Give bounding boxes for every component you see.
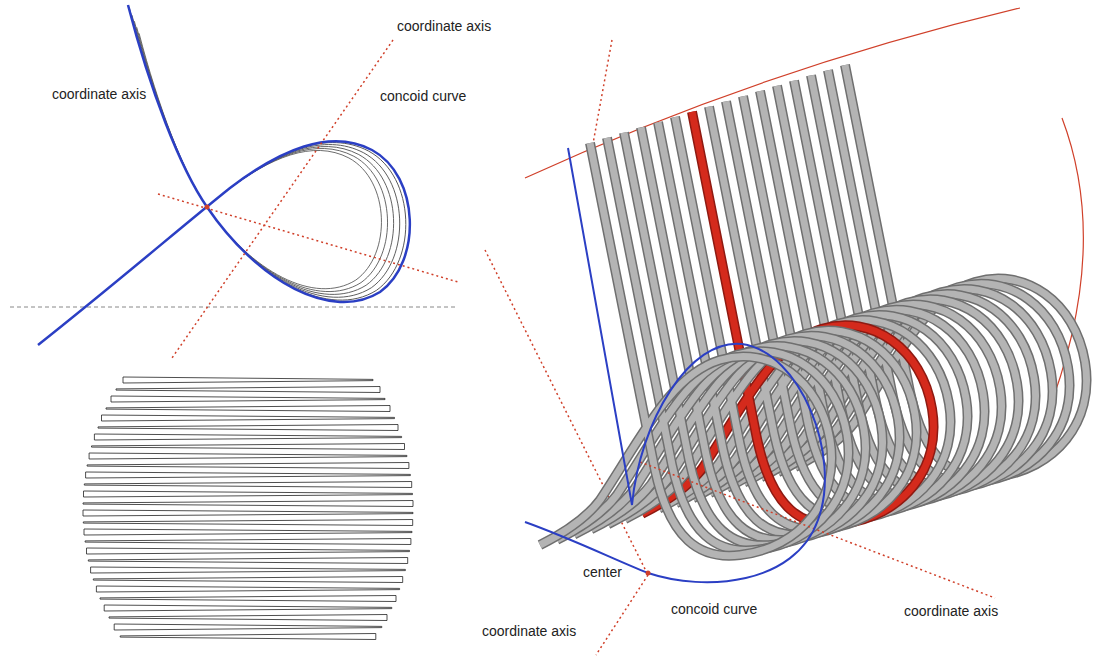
slat-profile — [41, 9, 405, 342]
slat-profile — [62, 33, 382, 325]
slat-plan — [84, 529, 412, 535]
slat-plan — [104, 605, 392, 611]
slat-plan — [91, 567, 406, 573]
slat-plan — [84, 491, 413, 497]
slat-plan — [114, 624, 382, 630]
slat-plan — [100, 596, 396, 602]
slat-plan — [83, 520, 412, 526]
ground-line — [10, 307, 456, 308]
slat-plan — [106, 406, 390, 412]
slat-plan — [84, 482, 411, 488]
concoid-curve — [525, 148, 825, 582]
center-dot — [205, 205, 210, 210]
slat-plan — [85, 539, 411, 545]
axis-label: coordinate axis — [902, 603, 1000, 620]
slat-profile — [57, 27, 388, 330]
slat-plan — [123, 377, 373, 383]
concoid-curve — [38, 5, 410, 345]
slat-plan — [94, 434, 401, 440]
axis-label: coordinate axis — [50, 86, 148, 103]
axis-line — [640, 462, 995, 598]
slat-plan — [109, 615, 387, 621]
slat-profile — [52, 21, 394, 334]
slat-plan — [87, 463, 409, 469]
slat-plan — [86, 472, 411, 478]
slat-profile — [46, 15, 399, 338]
axis-line — [596, 575, 648, 655]
slat-plan — [93, 577, 402, 583]
axis-label: concoid curve — [669, 601, 759, 618]
slat-plan — [98, 425, 398, 431]
slat-plan — [102, 415, 395, 421]
slat-plan — [88, 558, 407, 564]
slat-plan — [83, 377, 413, 640]
slat-plan — [87, 548, 410, 554]
axis-line — [158, 194, 458, 282]
center-dot — [646, 571, 651, 576]
axis-label: coordinate axis — [480, 623, 578, 640]
slat-plan — [96, 586, 399, 592]
slat-plan — [89, 453, 407, 459]
axis-label: center — [581, 564, 624, 581]
axis-label: concoid curve — [378, 88, 468, 105]
slat-plan — [83, 501, 413, 507]
slat-plan — [111, 396, 385, 402]
axis-line — [172, 40, 393, 358]
slat-plan — [83, 510, 413, 516]
slat-plan — [120, 634, 376, 640]
chair-slat — [540, 143, 832, 556]
slat-plan — [116, 387, 380, 393]
axis-label: coordinate axis — [395, 18, 493, 35]
slat-plan — [92, 444, 405, 450]
